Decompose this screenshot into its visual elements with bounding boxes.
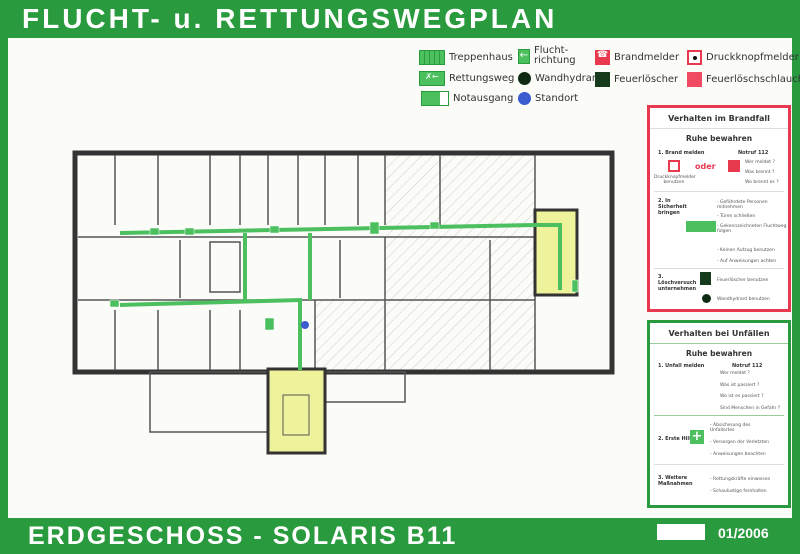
legend-label: Rettungsweg (449, 72, 515, 84)
divider (654, 191, 784, 192)
legend-item-emergency-exit: Notausgang (421, 91, 513, 106)
legend-item-wall-hydrant: Wandhydrant (518, 72, 602, 85)
step-label: 2. Erste Hilfe (658, 436, 695, 442)
escape-direction-icon (686, 221, 716, 232)
emergency-exit-icon (421, 91, 449, 106)
question: Wo ist es passiert ? (720, 394, 764, 399)
blank-label-box (657, 524, 705, 540)
action: - Rettungskräfte einweisen (710, 477, 771, 482)
header-bar: FLUCHT- u. RETTUNGSWEGPLAN (0, 0, 800, 38)
stairwell-icon (419, 50, 445, 65)
stairwell-south (266, 367, 327, 455)
push-button-alarm-icon (668, 160, 680, 172)
step-label: 1. Brand melden (658, 150, 705, 156)
question: Was ist passiert ? (720, 383, 760, 388)
push-button-alarm-icon (687, 50, 702, 65)
panel-subtitle: Ruhe bewahren (685, 134, 753, 143)
action: - Absicherung des Unfallortes (710, 423, 751, 433)
you-are-here-icon (518, 92, 531, 105)
you-are-here-marker (301, 321, 309, 329)
legend-label: Feuerlöscher (614, 73, 679, 85)
stairwell-east (533, 208, 579, 297)
question: Wer meldet ? (720, 371, 750, 376)
legend-item-escape-direction: ←Flucht-richtung (518, 46, 588, 66)
step-label: 1. Unfall melden (658, 363, 705, 369)
fire-instructions-panel: Verhalten im Brandfall Ruhe bewahren 1. … (647, 105, 791, 312)
legend-label: Brandmelder (614, 51, 680, 63)
step-label: 3. Löschversuch unternehmen (658, 274, 697, 292)
action: - Gekennzeichneten Fluchtweg folgen (717, 224, 787, 234)
fire-extinguisher-icon (595, 72, 610, 87)
wall-hydrant-icon (518, 72, 531, 85)
fire-alarm-icon (728, 160, 740, 172)
hatched-area (315, 300, 385, 370)
action: - Türen schließen (717, 214, 756, 219)
legend-item-escape-route: ✗← Rettungsweg (419, 71, 514, 86)
floor-label: ERDGESCHOSS - SOLARIS B11 (28, 522, 458, 550)
action: - Gefährdete Personen mitnehmen (717, 200, 768, 210)
fire-alarm-icon: ☎ (595, 50, 610, 65)
caption: Druckknopfmelder benutzen (654, 175, 696, 185)
legend-label: Feuerlöschschlauch (706, 73, 800, 85)
divider (654, 415, 784, 416)
accident-instructions-panel: Verhalten bei Unfällen Ruhe bewahren 1. … (647, 320, 791, 508)
legend-label: Standort (535, 92, 579, 104)
legend-label: Flucht-richtung (533, 45, 576, 66)
action: Wandhydrant benutzen (717, 297, 770, 302)
legend-item-push-button: Druckknopfmelder (687, 50, 799, 65)
legend-item-extinguisher: Feuerlöscher (595, 72, 678, 87)
legend-item-stairwell: Treppenhaus (419, 50, 513, 65)
action: - Auf Anweisungen achten (717, 259, 777, 264)
hatched-area (385, 155, 535, 370)
first-aid-icon: + (690, 429, 704, 444)
panel-title: Verhalten im Brandfall (650, 108, 788, 129)
action: Feuerlöscher benutzen (717, 278, 769, 283)
panel-subtitle: Ruhe bewahren (685, 349, 753, 358)
legend-label: Druckknopfmelder (706, 51, 799, 63)
or-label: oder (695, 162, 716, 171)
panel-title: Verhalten bei Unfällen (650, 323, 788, 344)
plan-sheet: Treppenhaus ←Flucht-richtung ☎ Brandmelde… (8, 38, 800, 518)
legend-label: Notausgang (453, 92, 514, 104)
floor-plan (72, 150, 615, 455)
footer-bar: ERDGESCHOSS - SOLARIS B11 01/2006 (0, 518, 800, 554)
legend-label: Wandhydrant (535, 72, 603, 84)
question: Sind Menschen in Gefahr ? (720, 406, 781, 411)
fire-extinguisher-icon (700, 272, 711, 285)
wall-hydrant-icon (702, 294, 711, 303)
page-title: FLUCHT- u. RETTUNGSWEGPLAN (22, 3, 558, 34)
question: Was brennt ? (745, 170, 775, 175)
escape-route-icon: ✗← (419, 71, 445, 86)
emergency-number: Notruf 112 (738, 150, 769, 156)
emergency-number: Notruf 112 (732, 363, 763, 369)
step-label: 3. Weitere Maßnahmen (658, 475, 693, 487)
action: - Keinen Aufzug benutzen (717, 248, 775, 253)
stairs (282, 394, 310, 436)
action: - Schaulustige fernhalten (710, 489, 767, 494)
action: - Anweisungen beachten (710, 452, 766, 457)
legend-label: Treppenhaus (449, 51, 513, 63)
legend-item-fire-hose: Feuerlöschschlauch (687, 72, 800, 87)
plan-date: 01/2006 (718, 525, 769, 541)
action: - Versorgen der Verletzten (710, 440, 769, 445)
question: Wer meldet ? (745, 160, 775, 165)
route-signs (109, 221, 579, 331)
divider (654, 268, 784, 269)
question: Wo brennt es ? (745, 180, 779, 185)
legend-item-standort: Standort (518, 92, 578, 105)
fire-hose-icon (687, 72, 702, 87)
escape-direction-icon: ← (518, 48, 530, 64)
legend-item-fire-alarm: ☎ Brandmelder (595, 50, 679, 65)
divider (654, 464, 784, 465)
step-label: 2. In Sicherheit bringen (658, 198, 687, 216)
